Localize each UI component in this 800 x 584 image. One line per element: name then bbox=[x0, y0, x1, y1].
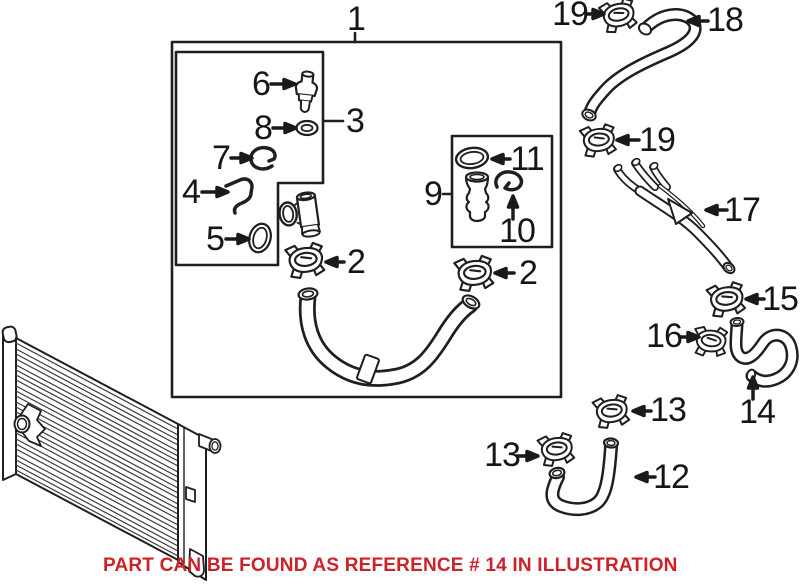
callout-19-mid: 19 bbox=[639, 121, 676, 159]
callout-14: 14 bbox=[739, 393, 776, 431]
part-9-connector bbox=[464, 171, 490, 223]
callout-16: 16 bbox=[646, 317, 683, 355]
callout-8: 8 bbox=[254, 109, 273, 147]
part-15-clamp bbox=[704, 279, 747, 320]
box-group-3 bbox=[174, 50, 325, 267]
callout-9: 9 bbox=[424, 175, 443, 213]
part-19-clamp-top bbox=[597, 0, 639, 36]
callout-2-left: 2 bbox=[347, 243, 366, 281]
callout-2-right: 2 bbox=[519, 254, 538, 292]
part-6-bleeder-valve bbox=[294, 70, 319, 113]
callout-7: 7 bbox=[212, 139, 231, 177]
callout-6: 6 bbox=[252, 65, 271, 103]
part-18-hose bbox=[581, 8, 702, 122]
part-12-hose bbox=[545, 437, 620, 517]
callout-13-lower: 13 bbox=[484, 436, 521, 474]
callout-19-top: 19 bbox=[552, 0, 589, 33]
part-11-oring bbox=[454, 146, 490, 170]
part-2-clamp-left bbox=[283, 240, 326, 281]
part-5-oring bbox=[248, 222, 272, 254]
radiator-illustration bbox=[1, 325, 222, 581]
callout-4: 4 bbox=[182, 173, 201, 211]
part-14-hose bbox=[729, 316, 799, 388]
callout-1: 1 bbox=[347, 0, 366, 38]
part-16-clamp bbox=[691, 324, 729, 359]
box-group-1 bbox=[170, 40, 563, 399]
callout-arrows bbox=[200, 7, 766, 484]
callout-13-upper: 13 bbox=[650, 391, 687, 429]
part-7-clip bbox=[249, 145, 277, 171]
callout-12: 12 bbox=[653, 458, 690, 496]
reference-notice: PART CAN BE FOUND AS REFERENCE # 14 IN I… bbox=[103, 555, 678, 576]
part-19-clamp-mid bbox=[578, 122, 618, 159]
part-2-clamp-right bbox=[452, 253, 495, 294]
radiator-right-tank bbox=[177, 423, 207, 581]
callout-18: 18 bbox=[707, 1, 744, 39]
radiator-foot bbox=[188, 548, 205, 578]
callout-11: 11 bbox=[510, 140, 544, 178]
part-4-clip bbox=[224, 177, 254, 215]
part-13-clamp-upper bbox=[590, 392, 631, 431]
part-main-hose bbox=[297, 287, 481, 387]
callout-10: 10 bbox=[499, 212, 536, 250]
callout-17: 17 bbox=[724, 191, 761, 229]
part-thermostat-fitting bbox=[278, 191, 321, 238]
part-13-clamp-lower bbox=[535, 430, 576, 469]
callout-5: 5 bbox=[206, 220, 225, 258]
part-8-oring bbox=[295, 119, 319, 137]
part-10-clip bbox=[494, 170, 524, 192]
radiator-tank-hole bbox=[185, 486, 196, 503]
radiator-fins bbox=[15, 342, 179, 557]
callout-3: 3 bbox=[346, 102, 365, 140]
group-boxes bbox=[170, 31, 563, 399]
box-group-9 bbox=[450, 134, 554, 249]
callout-15: 15 bbox=[762, 280, 799, 318]
part-17-pipe bbox=[613, 157, 736, 275]
